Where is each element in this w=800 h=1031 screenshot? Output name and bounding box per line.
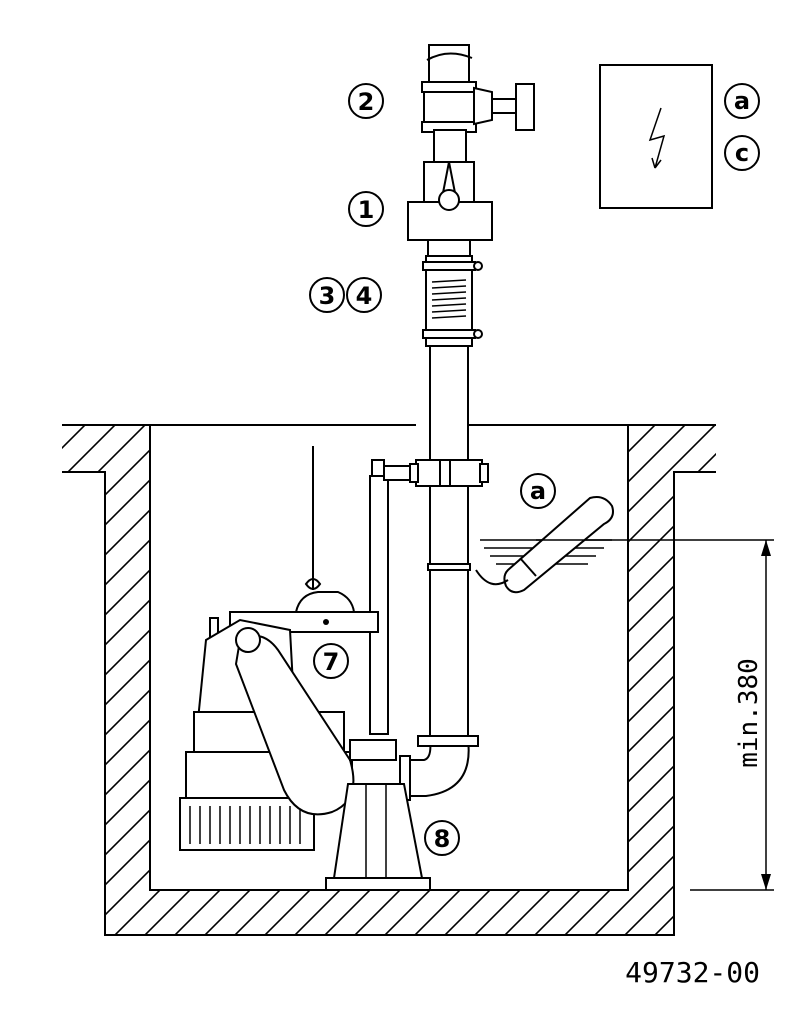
callout-hose-coupling-3: 3 <box>309 277 345 313</box>
svg-text:a: a <box>530 477 546 505</box>
strainer-slots <box>189 806 301 844</box>
callout-base-stand: 8 <box>424 820 460 856</box>
pump-base <box>325 735 479 891</box>
clamp-screw-bottom <box>473 329 483 339</box>
valve-handwheel <box>515 83 535 131</box>
elbow-flange <box>417 735 479 747</box>
svg-text:7: 7 <box>323 648 340 676</box>
control-box-outline <box>599 64 713 209</box>
svg-text:3: 3 <box>319 282 336 310</box>
lightning-bolt-icon <box>648 107 666 169</box>
valve-lower-neck <box>433 129 467 163</box>
pipe-break-line <box>426 52 473 61</box>
float-band <box>519 557 537 577</box>
bracket-nut-right <box>479 463 489 483</box>
dimension-arrowhead-top <box>761 540 771 556</box>
callout-controller-a: a <box>724 83 760 119</box>
dimension-arrowhead-bottom <box>761 874 771 890</box>
check-valve-flap <box>441 161 457 199</box>
check-valve <box>407 161 493 257</box>
callout-valve: 2 <box>348 83 384 119</box>
pump-handle <box>294 591 356 613</box>
callout-hose-coupling-4: 4 <box>346 277 382 313</box>
discharge-pipe <box>426 44 473 741</box>
callout-check-valve: 1 <box>348 191 384 227</box>
check-valve-ball <box>438 189 460 211</box>
chain-shackle <box>304 578 322 590</box>
drawing-number: 49732-00 <box>625 956 760 989</box>
submersible-pump <box>179 446 379 851</box>
control-box <box>599 64 713 209</box>
svg-text:a: a <box>734 87 750 115</box>
base-coupling <box>349 739 397 761</box>
callout-controller-c: c <box>724 135 760 171</box>
discharge-elbow <box>405 739 470 797</box>
check-valve-outlet <box>427 239 471 257</box>
float-pivot <box>235 627 261 653</box>
intake-strainer <box>179 797 315 851</box>
bracket-nut-left <box>409 463 419 483</box>
base-plate <box>325 877 431 891</box>
hose-clamp-bottom <box>422 329 476 339</box>
guide-rail <box>369 475 389 735</box>
svg-text:c: c <box>735 139 749 167</box>
valve-flange-top <box>421 81 477 93</box>
dimension-line: min.380 <box>536 539 774 891</box>
arm-bolt <box>323 619 329 625</box>
hose-clamp-top <box>422 261 476 271</box>
gate-valve <box>421 81 535 163</box>
callout-float-switch: a <box>520 473 556 509</box>
svg-text:2: 2 <box>358 88 375 116</box>
clamp-screw-top <box>473 261 483 271</box>
svg-text:4: 4 <box>356 282 373 310</box>
pipe-main <box>429 344 469 741</box>
float-cable <box>475 569 509 586</box>
svg-text:1: 1 <box>358 196 375 224</box>
valve-stem-housing <box>473 86 493 126</box>
float-body <box>503 496 614 594</box>
float-switch <box>475 496 614 594</box>
svg-text:8: 8 <box>434 825 451 853</box>
pit-walls <box>62 424 716 936</box>
callouts: 2 1 3 4 a c a 7 <box>309 83 760 856</box>
callout-pump: 7 <box>313 643 349 679</box>
hose-ribs <box>431 279 467 319</box>
hose-coupling <box>422 255 483 347</box>
pipe-top-stub <box>428 44 470 86</box>
dimension-label: min.380 <box>734 658 764 768</box>
pit-outer-outline <box>62 471 716 936</box>
pipe-band <box>427 563 471 571</box>
valve-stem <box>491 98 517 114</box>
pipe-bracket <box>369 459 489 735</box>
pit-wall-hatching <box>62 425 716 935</box>
